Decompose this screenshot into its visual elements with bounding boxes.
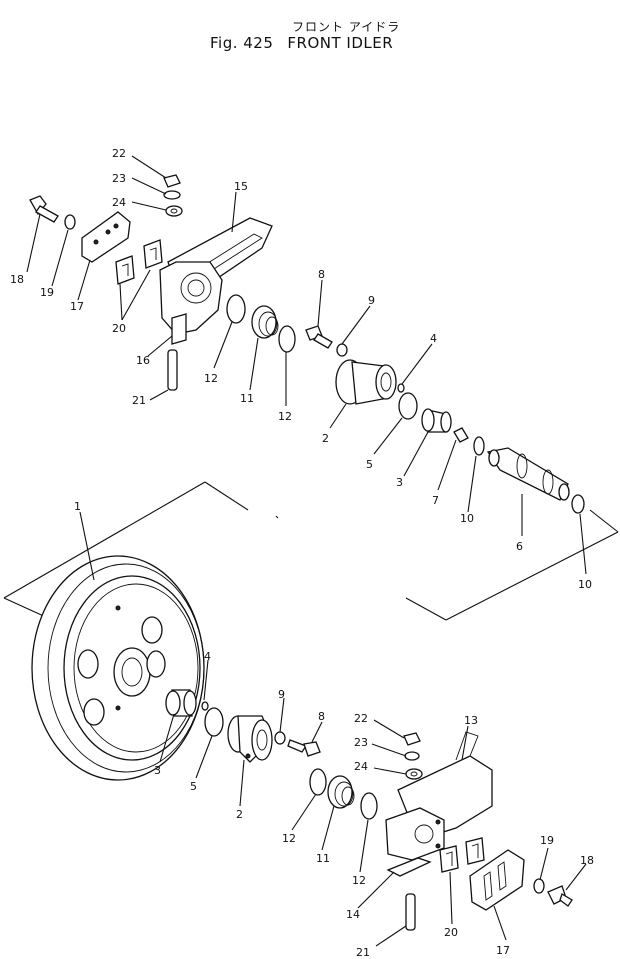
callout-21-upper: 21 [132, 394, 146, 407]
callout-2-lower: 2 [236, 808, 243, 821]
part-bracket-15 [159, 217, 273, 345]
callout-20-upper: 20 [112, 322, 126, 335]
reference-plane [3, 481, 619, 621]
part-oring-12-upper-b [278, 325, 296, 353]
callout-8-lower: 8 [318, 710, 325, 723]
part-plate-17-lower [469, 849, 525, 911]
figure-number: Fig. 425 [210, 34, 274, 52]
callout-19-upper: 19 [40, 286, 54, 299]
part-washer-24-lower [405, 768, 423, 780]
part-shim-20-upper [115, 239, 163, 285]
title-japanese: フロント アイドラ [292, 20, 401, 34]
part-oring-10-upper-a [473, 436, 485, 456]
callout-6: 6 [516, 540, 523, 553]
lower-assembly [31, 555, 573, 931]
figure-name: FRONT IDLER [287, 34, 394, 52]
part-bushing-3-lower [165, 689, 197, 717]
part-bolt-18-upper [29, 195, 59, 223]
callout-17-lower: 17 [496, 944, 510, 957]
callout-7: 7 [432, 494, 439, 507]
part-washer-19-upper [64, 214, 76, 230]
part-bushing-3-upper [421, 408, 452, 433]
part-seal-11-lower [327, 775, 355, 809]
callout-19-lower: 19 [540, 834, 554, 847]
part-collar-2-lower [227, 715, 273, 763]
part-pin-21-lower [405, 893, 416, 931]
part-washer-9-upper [336, 343, 348, 357]
callout-20-lower: 20 [444, 926, 458, 939]
callout-11-lower: 11 [316, 852, 330, 865]
upper-leader-lines [26, 155, 587, 575]
callout-10-upper-b: 10 [578, 578, 592, 591]
lower-leader-lines [79, 511, 587, 947]
part-oring-10-upper-b [571, 494, 585, 514]
part-idler-wheel-1 [31, 555, 205, 781]
part-oring-12-lower-b [360, 792, 378, 820]
part-bolt-18-lower [547, 885, 573, 907]
callout-16: 16 [136, 354, 150, 367]
part-collar-2-upper [335, 359, 397, 405]
part-washer-9-lower [274, 731, 286, 745]
part-washer-23 [163, 190, 181, 200]
part-bolt-8-lower [287, 739, 321, 757]
callout-14: 14 [346, 908, 360, 921]
callout-12-upper-b: 12 [278, 410, 292, 423]
callout-5-lower: 5 [190, 780, 197, 793]
callout-23-lower: 23 [354, 736, 368, 749]
callout-3-upper: 3 [396, 476, 403, 489]
part-pin-4-lower [201, 701, 209, 711]
callout-4-lower: 4 [204, 650, 211, 663]
callout-4-upper: 4 [430, 332, 437, 345]
part-oring-12-lower-a [309, 768, 327, 796]
figure-title: Fig. 425 FRONT IDLER [210, 34, 393, 52]
part-washer-24 [165, 205, 183, 217]
part-nut-22-lower [403, 732, 421, 746]
part-pin-21-upper [167, 349, 178, 391]
callout-labels: 22 23 24 15 18 19 17 20 16 21 12 11 12 8… [10, 147, 594, 959]
part-plate-14 [386, 857, 432, 877]
part-bracket-13 [385, 731, 493, 861]
part-plate-17-upper [81, 211, 131, 263]
callout-2-upper: 2 [322, 432, 329, 445]
callout-22-lower: 22 [354, 712, 368, 725]
callout-18-lower: 18 [580, 854, 594, 867]
part-shaft-6 [486, 447, 570, 501]
part-oring-5-lower [204, 707, 224, 737]
callout-24-upper: 24 [112, 196, 126, 209]
part-seal-11-upper [251, 305, 279, 339]
part-oring-12-upper-a [226, 294, 246, 324]
callout-12-upper-a: 12 [204, 372, 218, 385]
callout-13: 13 [464, 714, 478, 727]
callout-1: 1 [74, 500, 81, 513]
callout-17-upper: 17 [70, 300, 84, 313]
callout-15: 15 [234, 180, 248, 193]
part-plug-7-upper [453, 427, 469, 443]
part-washer-23-lower [404, 751, 420, 761]
callout-8-upper: 8 [318, 268, 325, 281]
part-washer-19-lower [533, 878, 545, 894]
callout-22-upper: 22 [112, 147, 126, 160]
callout-21-lower: 21 [356, 946, 370, 959]
part-oring-5-upper [398, 392, 418, 420]
upper-assembly [29, 174, 585, 514]
part-shim-20-lower [439, 837, 485, 873]
callout-10-upper-a: 10 [460, 512, 474, 525]
callout-12-lower-a: 12 [282, 832, 296, 845]
callout-5-upper: 5 [366, 458, 373, 471]
callout-9-lower: 9 [278, 688, 285, 701]
part-bolt-8-upper [305, 325, 333, 349]
part-pin-4-upper [397, 383, 405, 393]
part-nut-22 [163, 174, 181, 188]
callout-9-upper: 9 [368, 294, 375, 307]
callout-18-upper: 18 [10, 273, 24, 286]
callout-23-upper: 23 [112, 172, 126, 185]
callout-12-lower-b: 12 [352, 874, 366, 887]
callout-24-lower: 24 [354, 760, 368, 773]
callout-3-lower: 3 [154, 764, 161, 777]
callout-11-upper: 11 [240, 392, 254, 405]
